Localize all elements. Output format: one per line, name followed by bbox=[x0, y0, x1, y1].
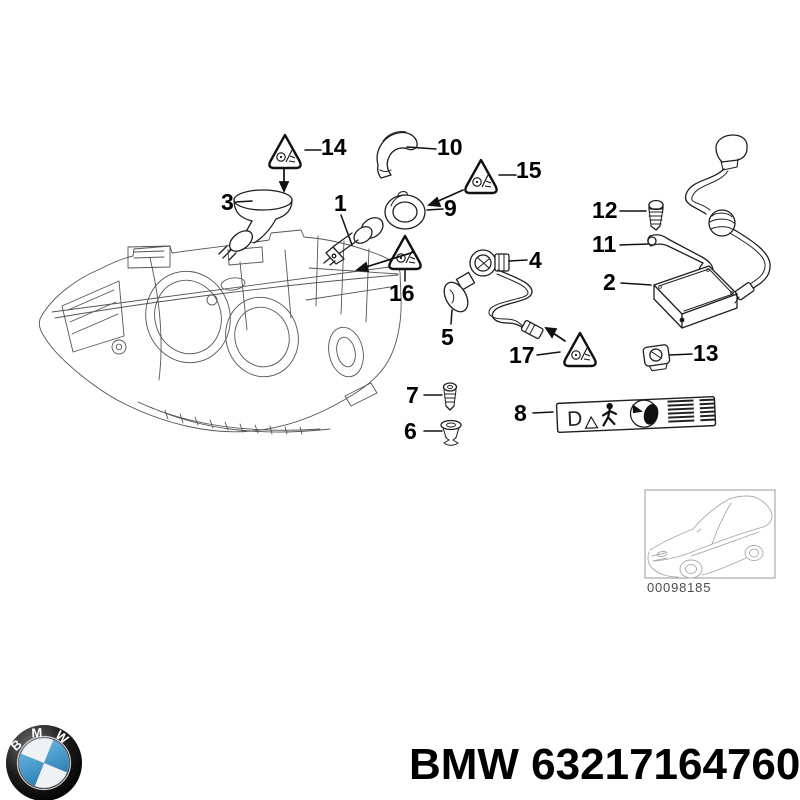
part-10-retaining-clip bbox=[376, 131, 418, 179]
thumbnail-code: 00098185 bbox=[647, 580, 712, 595]
warning-triangle-15-icon bbox=[464, 158, 498, 195]
car-thumbnail bbox=[644, 489, 776, 579]
plate-prohibition-icon bbox=[629, 399, 659, 428]
part-8-info-plate: D bbox=[555, 395, 717, 434]
plate-person-icon bbox=[601, 402, 618, 427]
part-9-seal-ring bbox=[384, 191, 426, 230]
car-outline-icon bbox=[647, 495, 773, 579]
callout-10: 10 bbox=[437, 134, 463, 160]
callout-5: 5 bbox=[441, 324, 454, 350]
warning-triangle-16-icon bbox=[388, 234, 422, 271]
callout-13: 13 bbox=[693, 340, 719, 366]
plate-triangle-icon bbox=[584, 415, 599, 429]
direction-arrows bbox=[278, 167, 566, 342]
leader-lines bbox=[235, 146, 693, 432]
plate-text-lines-icon bbox=[667, 398, 716, 423]
part-3-elbow-socket bbox=[218, 189, 293, 261]
part-13-clip-nut bbox=[642, 344, 671, 372]
part-6-grommet bbox=[440, 419, 462, 446]
callout-17: 17 bbox=[509, 342, 535, 368]
callout-11: 11 bbox=[592, 231, 617, 257]
callout-8: 8 bbox=[514, 400, 527, 426]
bmw-logo: BMW bbox=[6, 725, 82, 800]
part-4-socket-cable bbox=[469, 249, 544, 340]
callout-7: 7 bbox=[406, 382, 419, 408]
part-2-control-unit bbox=[653, 265, 738, 329]
callout-14: 14 bbox=[321, 134, 347, 160]
part-1-bulb bbox=[323, 217, 384, 266]
callout-12: 12 bbox=[592, 197, 618, 223]
callout-15: 15 bbox=[516, 157, 542, 183]
plate-letter: D bbox=[567, 407, 583, 431]
part-number-text: BMW 63217164760 bbox=[409, 740, 800, 789]
igniter-cable-assembly bbox=[684, 134, 771, 304]
callout-16: 16 bbox=[389, 280, 415, 306]
warning-triangle-14-icon bbox=[268, 133, 302, 170]
callout-1: 1 bbox=[334, 190, 347, 216]
part-5-bulb bbox=[443, 271, 476, 313]
callout-6: 6 bbox=[404, 418, 417, 444]
callout-4: 4 bbox=[529, 247, 542, 273]
callout-3: 3 bbox=[221, 189, 234, 215]
warning-triangle-17-icon bbox=[563, 331, 597, 368]
part-7-screw bbox=[442, 382, 458, 411]
callout-2: 2 bbox=[603, 269, 616, 295]
part-12-screw bbox=[648, 199, 664, 231]
callout-9: 9 bbox=[444, 195, 457, 221]
headlight-housing-drawing bbox=[38, 229, 402, 435]
